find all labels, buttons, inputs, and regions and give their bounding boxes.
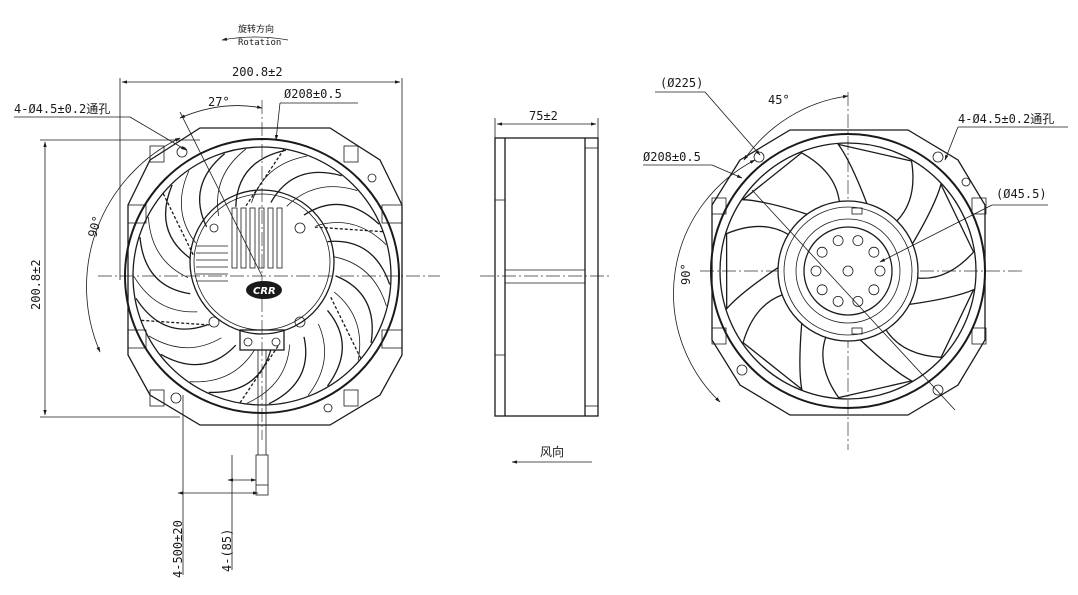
fan-blade-edge [307,323,325,396]
mount-hole-callout-front: 4-Ø4.5±0.2通孔 [14,102,187,151]
diameter-208-callout-front: Ø208±0.5 [274,87,358,141]
rotation-indicator: 旋转方向 Rotation [221,23,289,48]
rear-view: (Ø225) 45° Ø208±0.5 90° 4-Ø4.5±0.2通孔 [643,76,1068,450]
fan-blade [270,171,342,203]
angle-27: 27° [179,95,263,277]
fan-blade-edge [133,276,198,313]
fan-blade [208,349,272,394]
hub-vent-hole [874,265,886,277]
rear-fan-blade [742,294,803,391]
rear-fan-blade [911,182,975,279]
width-dimension-label: 200.8±2 [232,65,283,79]
hub-vent-hole [868,284,880,296]
fan-blade-edge [148,217,189,278]
rear-fan-blade [741,152,840,215]
fan-blade-edge [286,186,358,207]
hub-vent-hole [832,295,844,307]
fan-blade-edge [189,349,256,383]
fan-blade [235,149,287,207]
svg-text:CRR: CRR [253,286,276,297]
brand-logo: CRR [246,281,282,299]
rear-fan-blade [885,288,975,358]
fan-blade [327,240,391,285]
strip-length-label: 4-(85) [220,529,234,572]
diameter-225-callout: (Ø225) [655,76,761,156]
fan-blade [326,309,343,387]
angle-27-label: 27° [208,95,230,109]
hub-vent-hole [852,295,864,307]
frame-strut [330,296,363,361]
depth-dimension-label: 75±2 [529,109,558,123]
fan-blade [139,237,191,295]
rear-hub [777,200,919,342]
front-frame [127,127,403,426]
angle-45-label: 45° [768,93,790,107]
diameter-208-label-rear: Ø208±0.5 [643,150,701,164]
rotation-label-en: Rotation [238,38,281,48]
fan-blade [160,344,237,366]
rear-fan-blade [822,337,914,399]
fan-blade-edge [217,148,247,217]
angle-90-front: 90° [85,137,181,353]
fan-blade [199,153,226,228]
angle-90-front-label: 90° [85,214,104,239]
fan-blade [165,184,191,259]
height-dimension: 200.8±2 [29,139,200,418]
hub-vent-hole [816,246,828,258]
fan-blade [268,336,307,405]
fan-blade-edge [180,170,197,244]
angle-90-rear: 90° [673,159,756,403]
fan-blade [335,275,373,343]
rear-blades [725,143,975,399]
frame-strut [314,226,385,233]
mount-hole-label-front: 4-Ø4.5±0.2通孔 [14,102,110,116]
fan-blade [135,297,207,330]
fan-blade-edge [247,344,291,404]
airflow-label: 风向 [540,444,564,459]
front-view: 旋转方向 Rotation [14,23,440,578]
rotation-label-cn: 旋转方向 [238,23,274,35]
mount-hole-label-rear: 4-Ø4.5±0.2通孔 [958,112,1054,126]
fan-blade-edge [333,256,387,307]
fan-blade-edge [148,335,222,349]
frame-strut [245,147,286,207]
lead-length-dimension: 4-500±20 [171,395,259,578]
frame-strut [238,345,279,405]
lead-length-label: 4-500±20 [171,520,185,578]
rotation-arrow [221,36,289,41]
angle-90-rear-label: 90° [679,263,693,285]
rear-fan-blade [836,143,914,222]
diameter-208-callout-rear: Ø208±0.5 [643,150,743,179]
strip-length-dimension: 4-(85) [220,455,257,572]
hub-diameter-label: (Ø45.5) [996,187,1047,201]
mount-hole-callout-rear: 4-Ø4.5±0.2通孔 [944,112,1068,161]
hub-vent-hole [810,265,822,277]
depth-dimension: 75±2 [494,109,599,138]
hub-vent-hole [816,284,828,296]
fan-blade-edge [333,291,361,361]
width-dimension: 200.8±2 [119,65,403,280]
angle-45: 45° [743,93,849,161]
frame-strut [139,319,210,326]
hub-diameter-callout: (Ø45.5) [879,187,1048,263]
height-dimension-label: 200.8±2 [29,259,43,310]
front-cable [255,350,269,496]
side-view: 75±2 风向 [480,109,610,464]
diameter-225-label: (Ø225) [660,76,703,90]
fan-blade-edge [251,155,307,203]
hub-vent-hole [832,235,844,247]
airflow-indicator: 风向 [511,444,592,464]
front-hub: CRR [189,189,335,351]
diameter-208-label-front: Ø208±0.5 [284,87,342,101]
hub-vent-hole [868,246,880,258]
hub-vent-hole [852,235,864,247]
